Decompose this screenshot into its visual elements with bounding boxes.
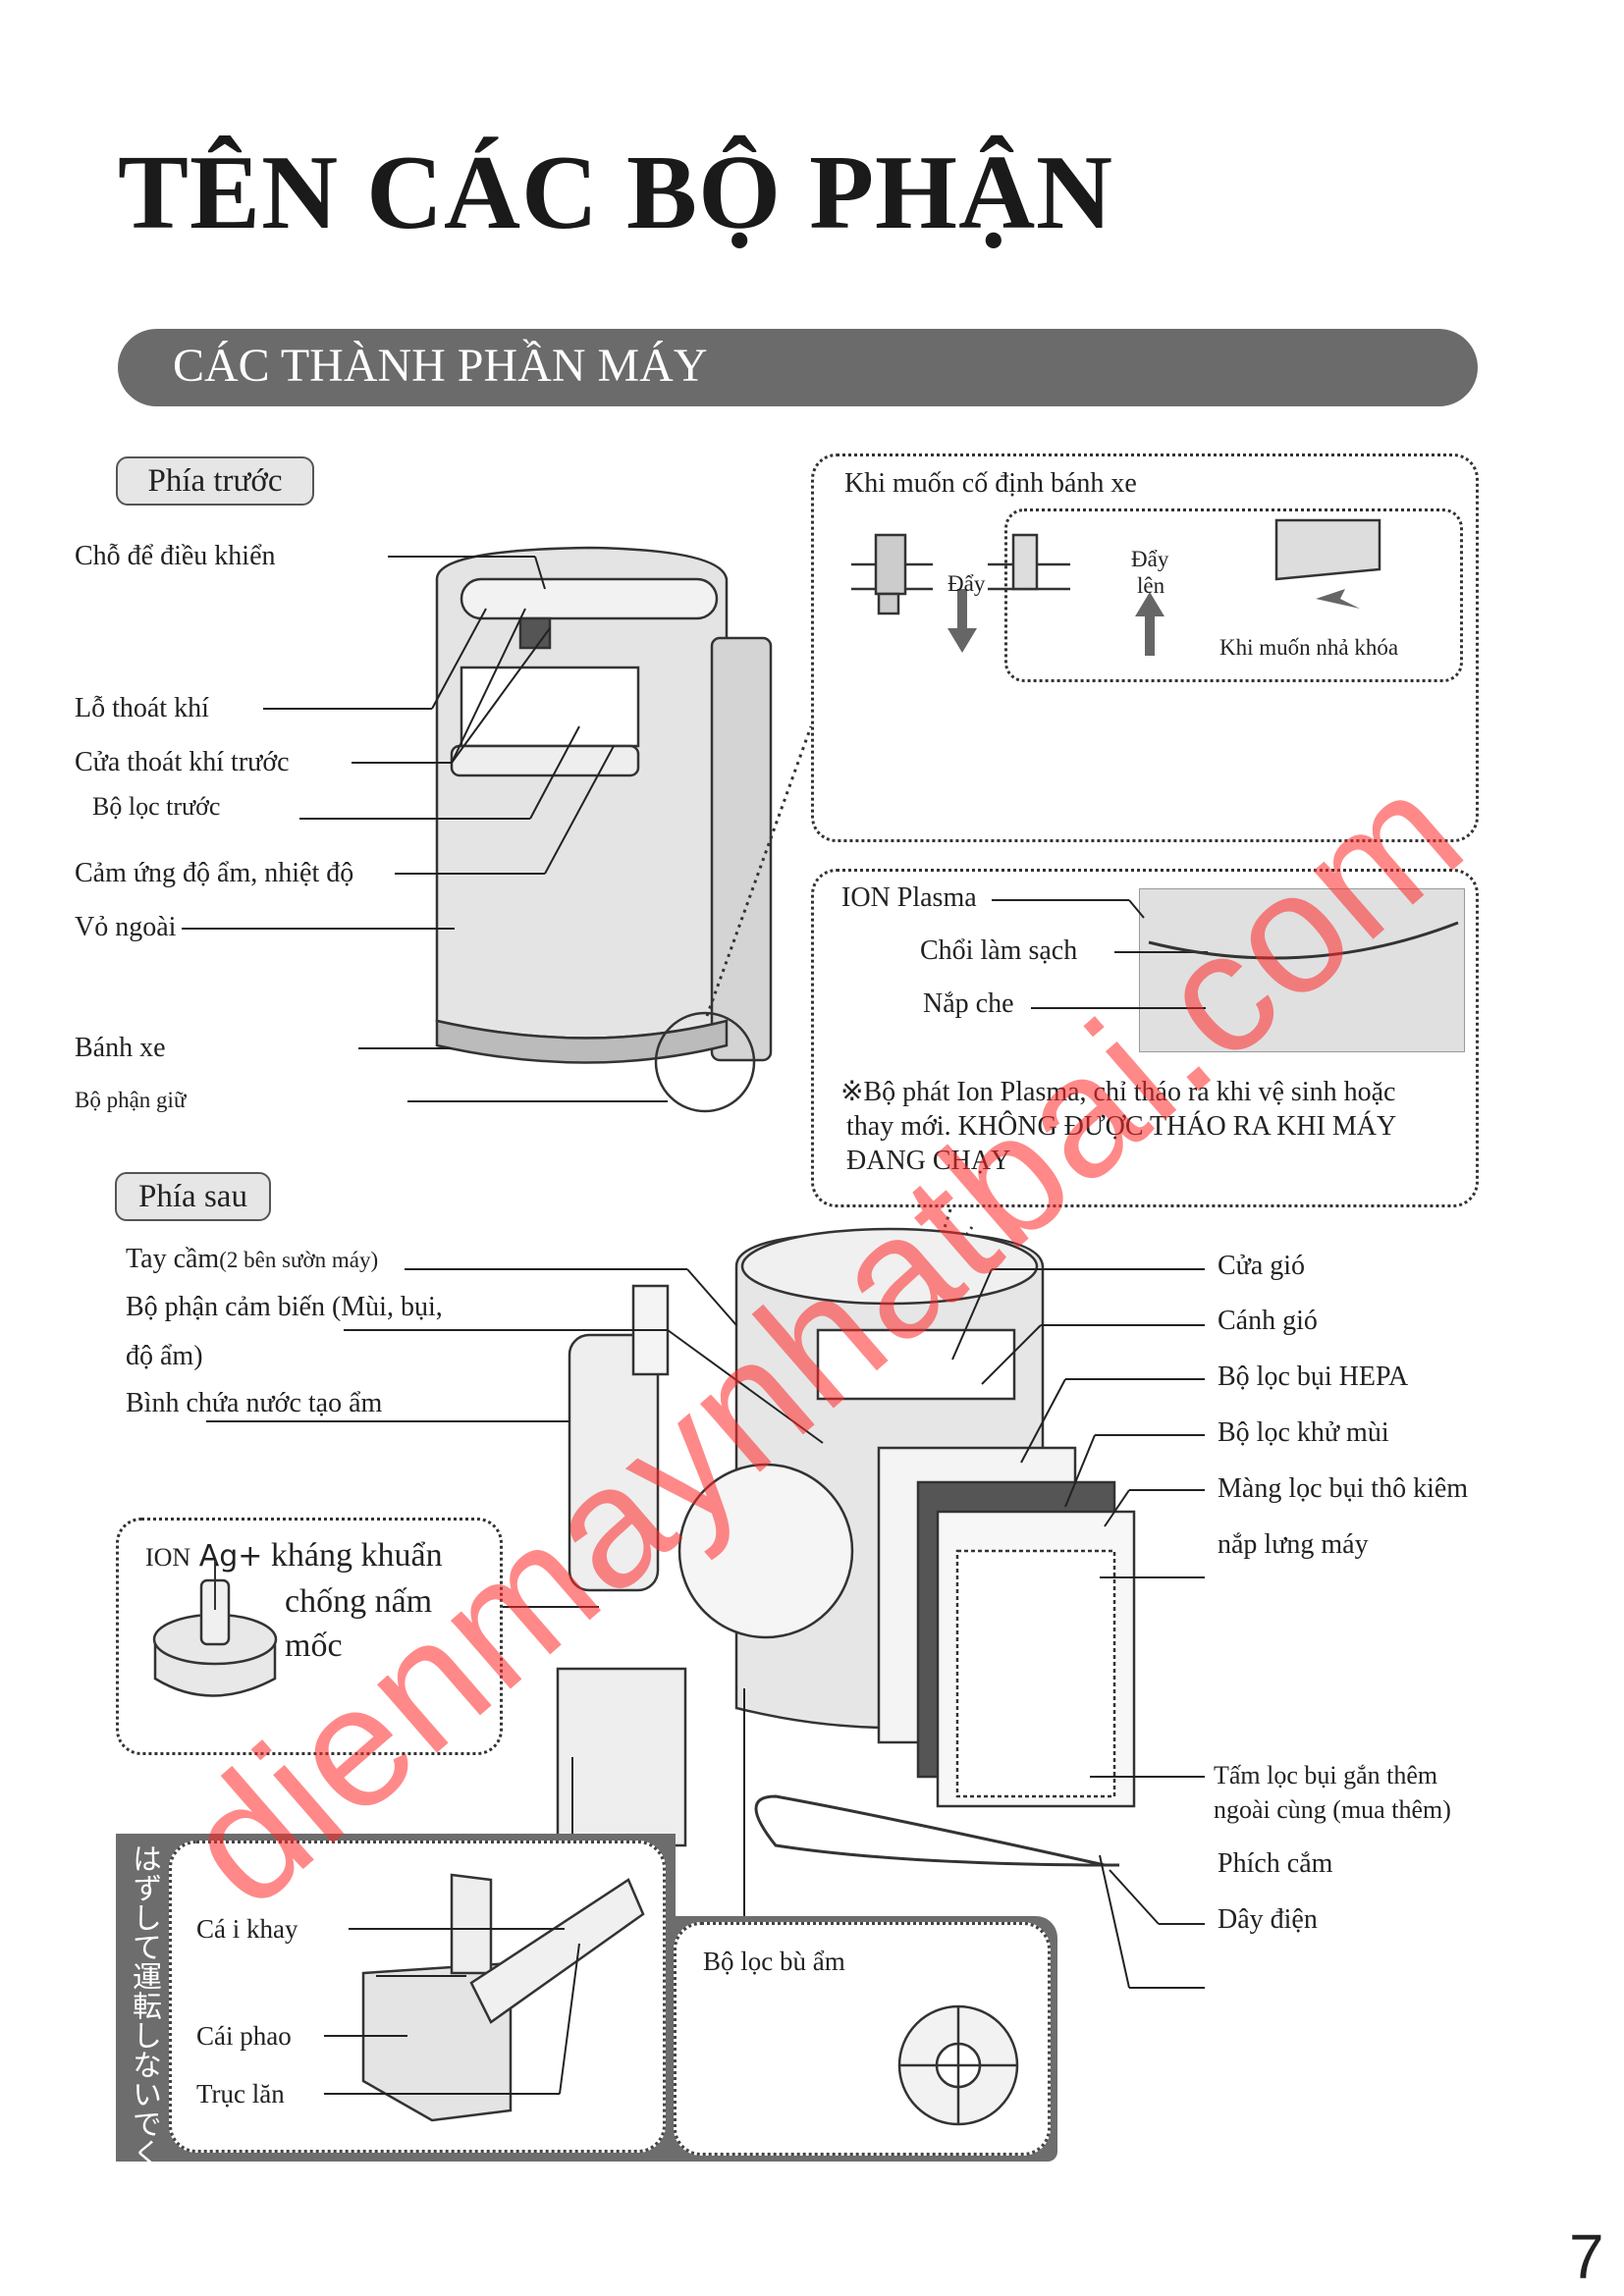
label-handle: Tay cầm(2 bên sườn máy) [126,1243,378,1277]
plasma-note-2: thay mới. KHÔNG ĐƯỢC THÁO RA KHI MÁY [846,1111,1397,1142]
ag-line2: chống nấm [285,1583,433,1620]
ion-plasma-label: ION Plasma [841,882,977,913]
plasma-note-3: ĐANG CHẠY [846,1146,1011,1176]
ag-symbol: Ag+ [198,1539,263,1574]
front-heading: Phía trước [116,456,314,506]
label-float: Cái phao [196,2021,292,2051]
push-up-label-2: lên [1137,573,1165,598]
japanese-warning: はずして運転しないでください [127,1843,161,2256]
label-tray: Cá i khay [196,1914,298,1944]
label-front-vent: Cửa thoát khí trước [75,747,290,777]
label-control: Chỗ để điều khiển [75,541,276,571]
label-prefilter-back-1: Màng lọc bụi thô kiêm [1218,1473,1469,1504]
plasma-note-1: ※Bộ phát Ion Plasma, chỉ tháo ra khi vệ … [840,1077,1396,1107]
label-extra-filter-2: ngoài cùng (mua thêm) [1214,1795,1451,1824]
back-heading: Phía sau [115,1172,271,1221]
label-sensor: Cảm ứng độ ẩm, nhiệt độ [75,858,354,888]
page-number: 7 [1569,2221,1604,2292]
label-hepa: Bộ lọc bụi HEPA [1218,1362,1409,1392]
label-humidifier-filter: Bộ lọc bù ẩm [703,1947,845,1976]
ag-ion: ION [145,1543,191,1572]
label-sensor-back-1: Bộ phận cảm biến (Mùi, bụi, [126,1292,443,1322]
label-roller: Trục lăn [196,2079,285,2109]
push-down-arrow-icon [947,589,977,653]
wheel-box-title: Khi muốn cố định bánh xe [844,468,1137,499]
ag-line1: kháng khuẩn [270,1537,443,1574]
handle-note: (2 bên sườn máy) [219,1248,379,1272]
plasma-box [811,869,1479,1207]
cover-label: Nắp che [923,988,1014,1019]
ag-ion-box [116,1518,503,1755]
label-extra-filter-1: Tấm lọc bụi gắn thêm [1214,1761,1438,1789]
label-wheel: Bánh xe [75,1033,166,1063]
brush-label: Chổi làm sạch [920,935,1078,966]
section-bar: CÁC THÀNH PHẦN MÁY [118,329,1478,406]
plasma-illustration [1139,888,1465,1052]
humidifier-filter-icon [897,2004,1019,2126]
label-louver: Cánh gió [1218,1306,1318,1336]
release-arrow-icon [1316,589,1360,609]
ag-line3: mốc [285,1628,343,1664]
label-power-cord: Dây điện [1218,1904,1318,1935]
ag-title: ION Ag+ kháng khuẩn [145,1539,443,1575]
label-casing: Vỏ ngoài [75,912,177,942]
label-deodorizer: Bộ lọc khử mùi [1218,1417,1389,1448]
label-sensor-back-2: độ ẩm) [126,1341,203,1371]
label-prefilter-back-2: nắp lưng máy [1218,1529,1369,1560]
wheel-lock-box [811,454,1479,842]
label-holder: Bộ phận giữ [75,1088,187,1112]
push-up-label-1: Đẩy [1131,547,1169,571]
release-subbox [1004,508,1463,682]
label-air-outlet: Lỗ thoát khí [75,693,209,723]
release-label: Khi muốn nhả khóa [1219,635,1399,660]
page-title: TÊN CÁC BỘ PHẬN [118,134,1114,251]
label-tank: Bình chứa nước tạo ẩm [126,1388,383,1418]
section-title: CÁC THÀNH PHẦN MÁY [173,340,708,392]
label-plug: Phích cắm [1218,1848,1333,1879]
push-up-arrow-icon [1135,592,1164,656]
push-label: Đẩy [947,571,986,596]
label-air-inlet: Cửa gió [1218,1251,1306,1281]
handle-text: Tay cầm [126,1244,220,1274]
label-prefilter: Bộ lọc trước [92,792,221,821]
